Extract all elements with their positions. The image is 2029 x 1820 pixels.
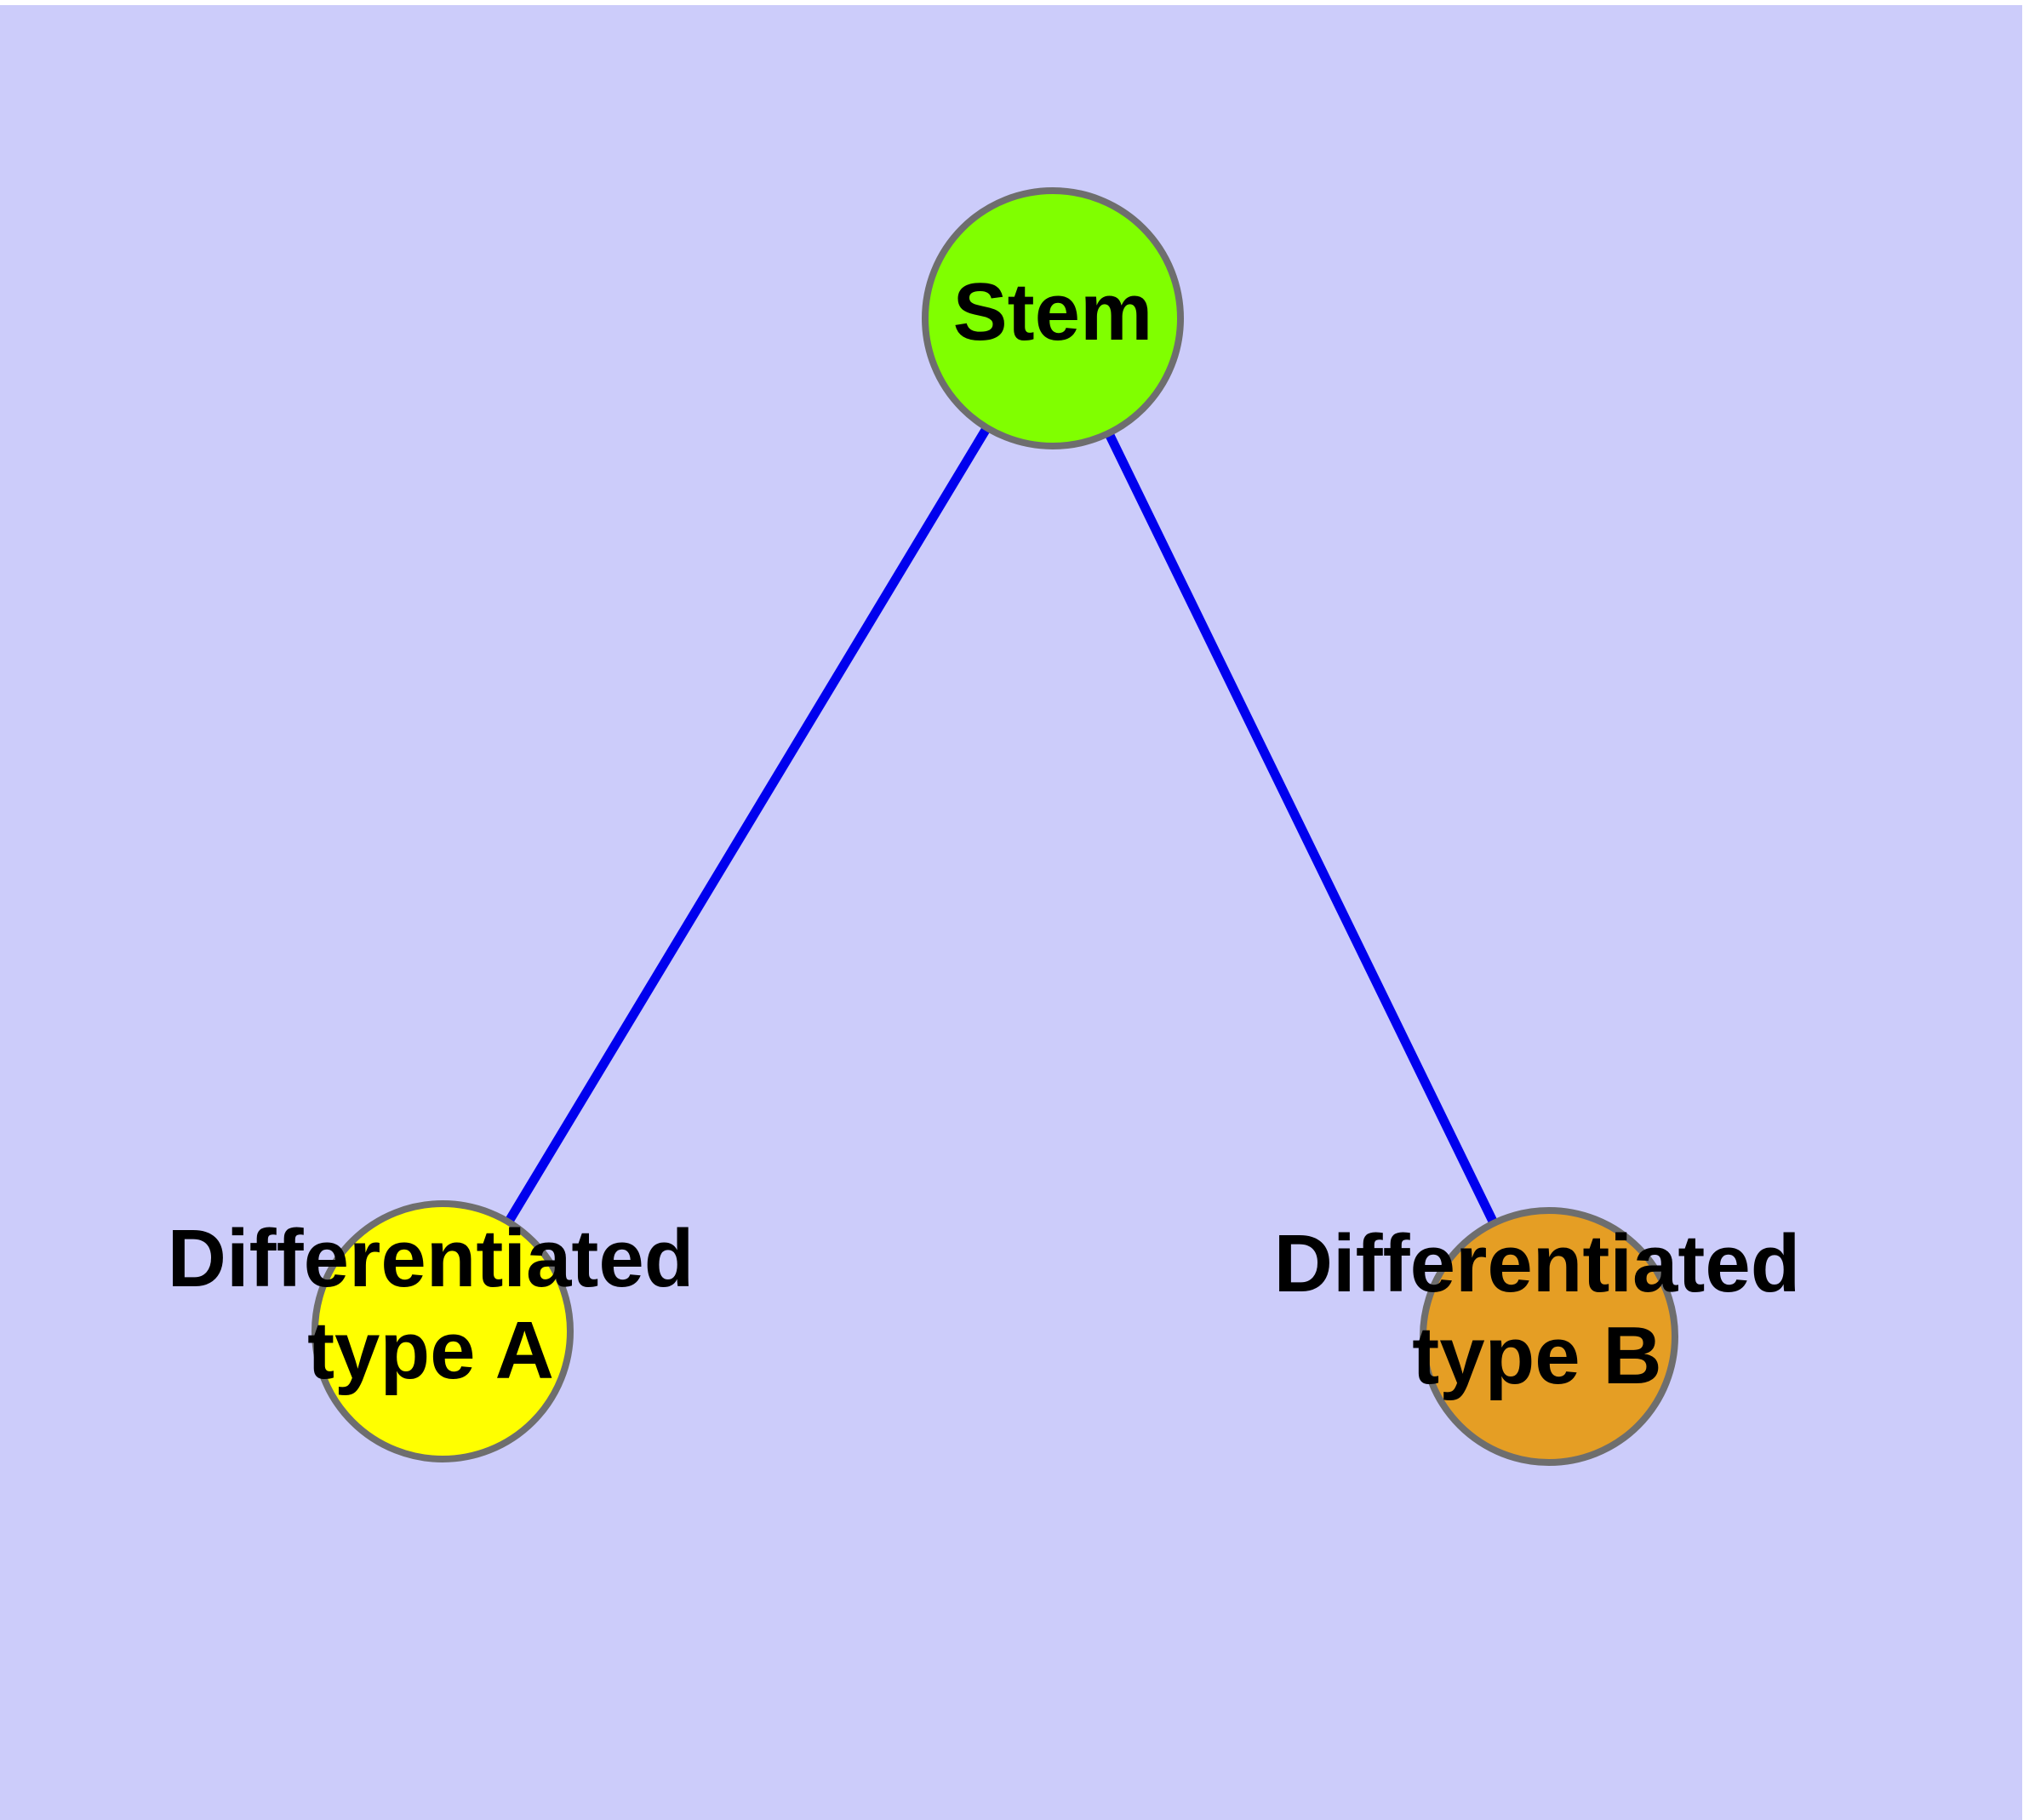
node-label-line: type B — [1412, 1311, 1661, 1402]
node-diff_a[interactable] — [311, 1200, 574, 1462]
node-label-line: Differentiated — [168, 1213, 694, 1304]
node-label-line: Differentiated — [1274, 1218, 1801, 1309]
node-stem[interactable] — [922, 187, 1184, 449]
edge-layer — [502, 422, 1500, 1228]
node-layer — [311, 187, 1678, 1466]
edge-stem-diff-b[interactable] — [1103, 427, 1500, 1228]
edge-stem-diff-a[interactable] — [502, 422, 993, 1228]
node-label-line: Stem — [953, 266, 1153, 358]
node-label-line: type A — [307, 1306, 554, 1397]
node-label-stem: Stem — [953, 266, 1153, 358]
node-diff_b[interactable] — [1420, 1207, 1678, 1466]
